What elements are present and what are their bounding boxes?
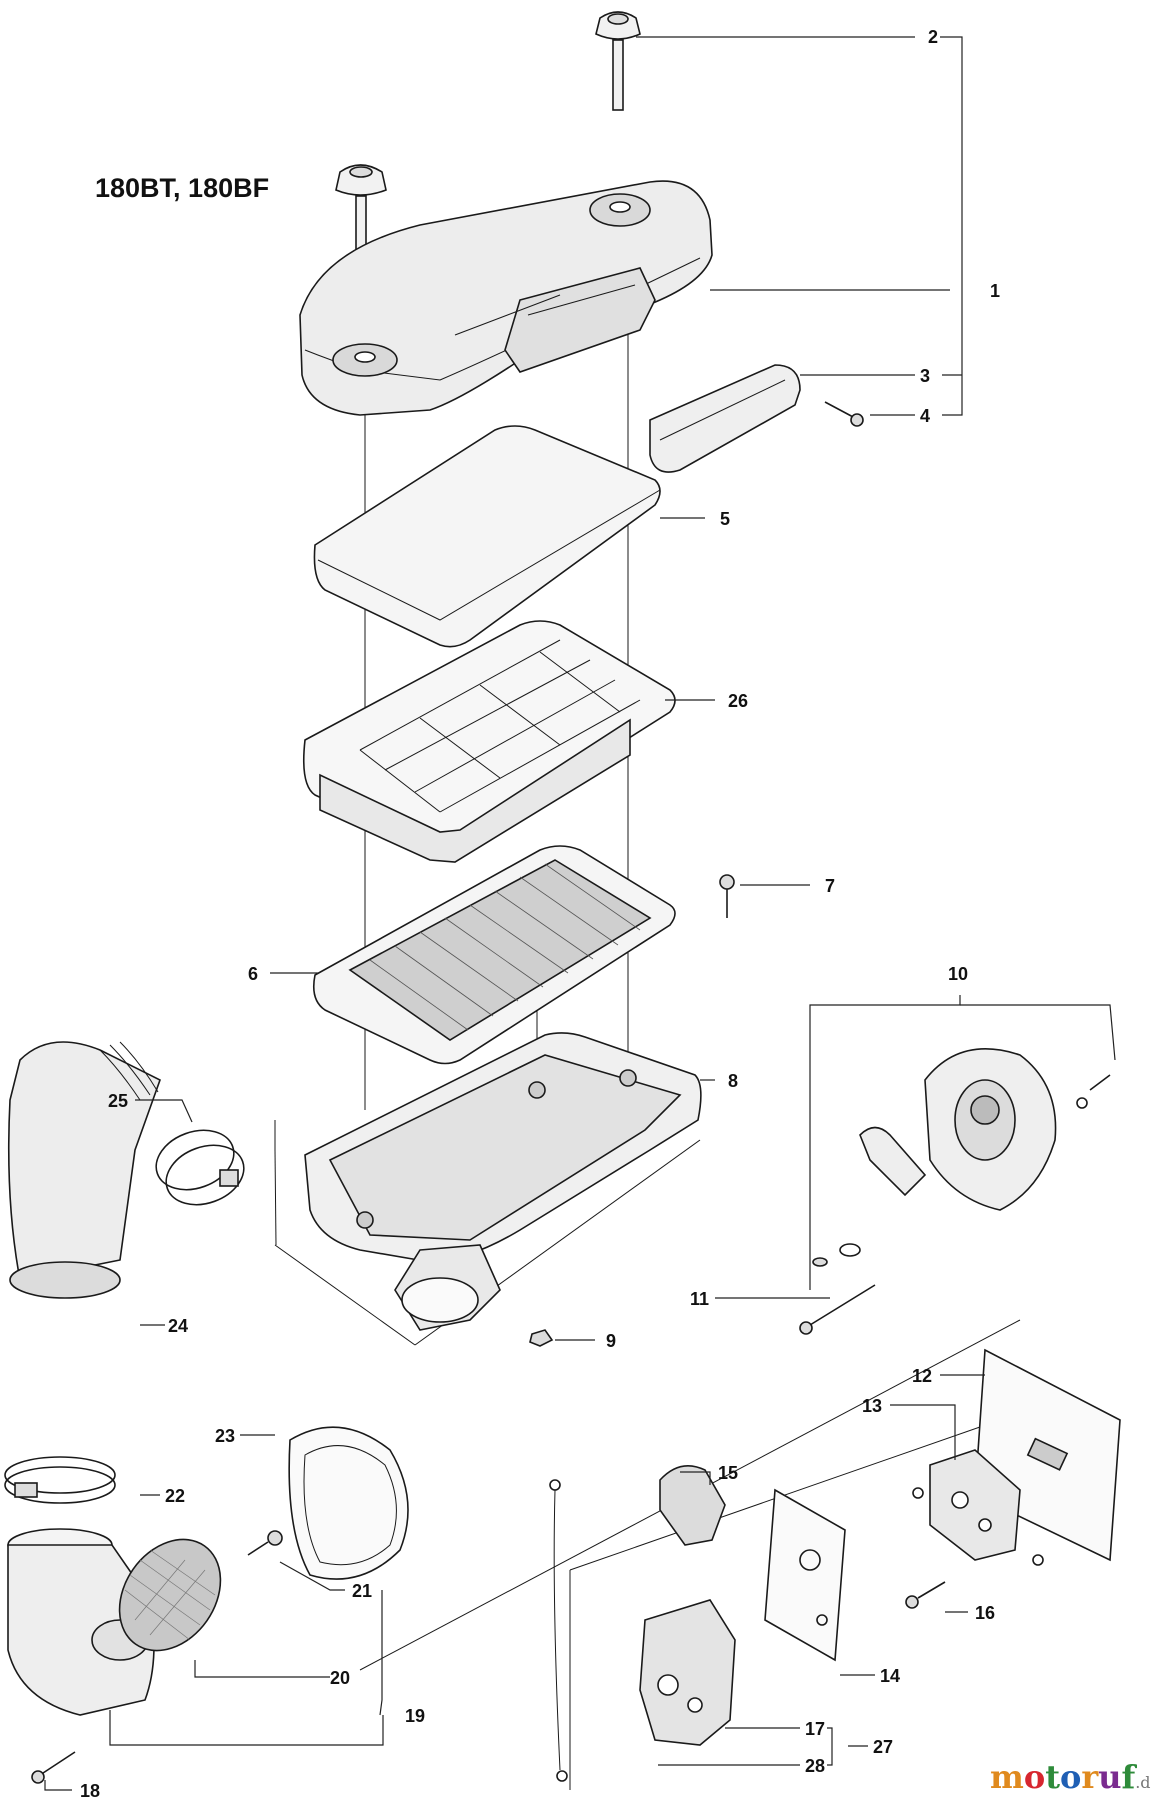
callout-13: 13 bbox=[862, 1396, 882, 1416]
air-filter-cover bbox=[299, 180, 713, 416]
filter-grid-frame bbox=[302, 620, 676, 863]
callout-4: 4 bbox=[920, 406, 930, 426]
watermark-letter: o bbox=[1024, 1758, 1045, 1796]
hose-clamp-25 bbox=[155, 1129, 245, 1206]
callout-22: 22 bbox=[165, 1486, 185, 1506]
screw-18 bbox=[31, 1751, 76, 1784]
callout-3: 3 bbox=[920, 366, 930, 386]
callout-19: 19 bbox=[405, 1706, 425, 1726]
watermark-letter: f bbox=[1121, 1758, 1137, 1796]
handle-cover bbox=[649, 364, 801, 473]
callout-5: 5 bbox=[720, 509, 730, 529]
model-title: 180BT, 180BF bbox=[95, 173, 269, 203]
callout-7: 7 bbox=[825, 876, 835, 896]
watermark-letter: t bbox=[1045, 1758, 1060, 1796]
callout-6: 6 bbox=[248, 964, 258, 984]
callout-20: 20 bbox=[330, 1668, 350, 1688]
callout-18: 18 bbox=[80, 1781, 100, 1800]
bolt-7 bbox=[719, 874, 735, 918]
callout-labels: 2 1 3 4 5 26 7 6 10 8 25 24 9 11 12 13 2… bbox=[80, 27, 1000, 1800]
mesh-screen bbox=[118, 1538, 222, 1652]
screw-11 bbox=[799, 1284, 876, 1335]
callout-12: 12 bbox=[912, 1366, 932, 1386]
callout-23: 23 bbox=[215, 1426, 235, 1446]
screw-21 bbox=[247, 1530, 283, 1556]
filter-housing-base bbox=[304, 1032, 702, 1331]
callout-24: 24 bbox=[168, 1316, 188, 1336]
motoruf-watermark: motoruf.de bbox=[990, 1758, 1151, 1796]
screw-4 bbox=[824, 401, 864, 427]
gasket-14 bbox=[764, 1488, 846, 1662]
callout-25: 25 bbox=[108, 1091, 128, 1111]
callout-9: 9 bbox=[606, 1331, 616, 1351]
callout-16: 16 bbox=[975, 1603, 995, 1623]
callout-28: 28 bbox=[805, 1756, 825, 1776]
carburetor bbox=[639, 1599, 736, 1746]
callout-14: 14 bbox=[880, 1666, 900, 1686]
callout-26: 26 bbox=[728, 691, 748, 711]
screw-16 bbox=[905, 1581, 946, 1609]
callout-2: 2 bbox=[928, 27, 938, 47]
callout-11: 11 bbox=[690, 1289, 709, 1309]
callout-8: 8 bbox=[728, 1071, 738, 1091]
callout-10: 10 bbox=[948, 964, 968, 984]
callout-15: 15 bbox=[718, 1463, 738, 1483]
callout-27: 27 bbox=[873, 1737, 893, 1757]
leader-lines bbox=[44, 36, 1116, 1791]
cable-28 bbox=[549, 1479, 568, 1782]
callout-17: 17 bbox=[805, 1719, 825, 1739]
prefilter-foam bbox=[313, 425, 661, 648]
intake-elbow-hose bbox=[7, 1041, 161, 1299]
choke-plate-assembly bbox=[812, 1048, 1111, 1267]
hose-clamp-22 bbox=[4, 1456, 116, 1504]
svg-text:motoruf.de: motoruf.de bbox=[990, 1758, 1151, 1796]
intake-adapter-lower bbox=[7, 1528, 155, 1716]
nut-9 bbox=[529, 1329, 554, 1347]
watermark-letter: r bbox=[1081, 1758, 1099, 1796]
knob-upper bbox=[595, 11, 641, 111]
insulator-block bbox=[912, 1449, 1044, 1566]
watermark-suffix: .de bbox=[1135, 1773, 1151, 1792]
watermark-letter: o bbox=[1060, 1758, 1081, 1796]
callout-21: 21 bbox=[352, 1581, 372, 1601]
gasket-23 bbox=[288, 1426, 409, 1580]
carburetor-cap bbox=[659, 1464, 726, 1546]
watermark-letter: u bbox=[1098, 1758, 1121, 1796]
knob-left bbox=[335, 164, 387, 259]
callout-1: 1 bbox=[990, 281, 1000, 301]
paper-filter-element bbox=[312, 845, 676, 1065]
watermark-letter: m bbox=[990, 1758, 1024, 1796]
